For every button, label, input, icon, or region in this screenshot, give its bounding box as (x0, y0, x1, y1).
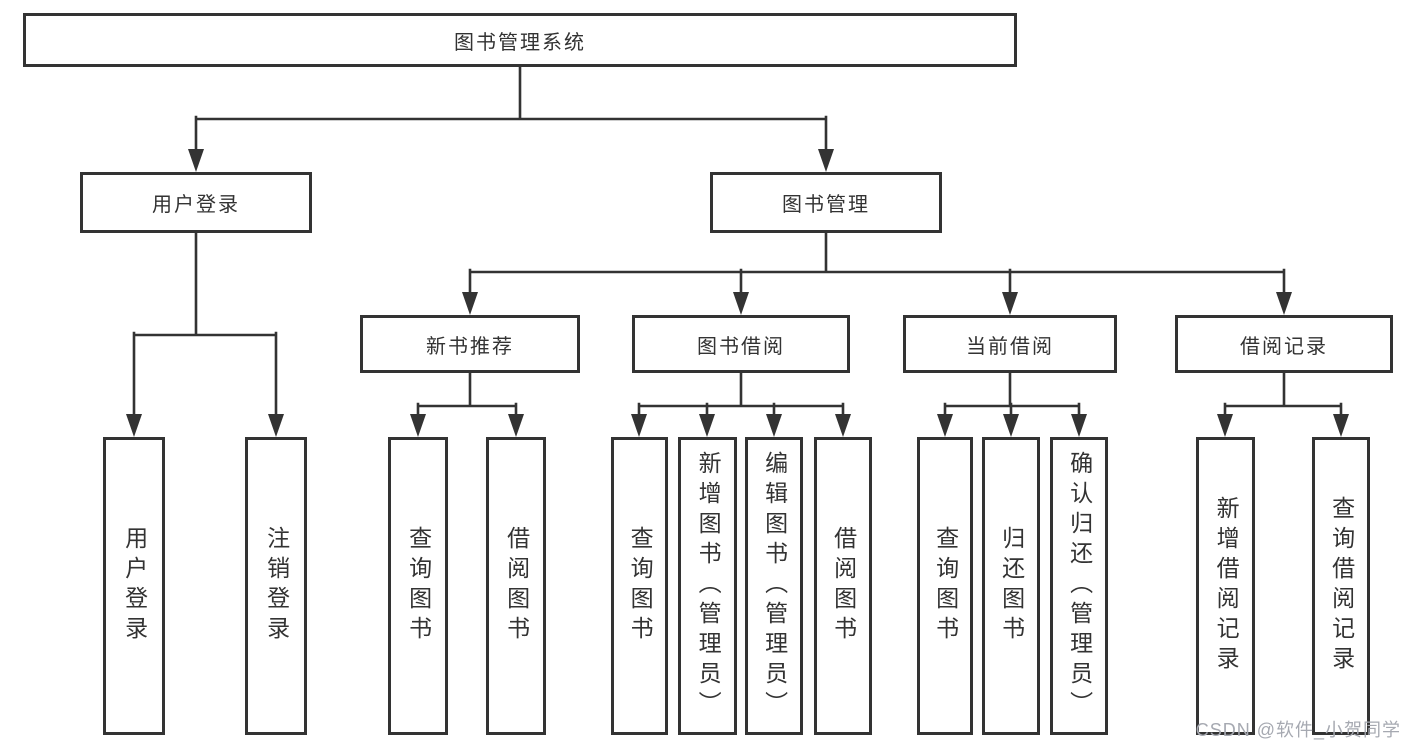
leaf-borrow-add-book-admin: 新增图书（管理员） (678, 437, 737, 735)
leaf-borrow-borrow-book: 借阅图书 (814, 437, 872, 735)
node-borrow-record: 借阅记录 (1175, 315, 1393, 373)
leaf-recommend-query-book: 查询图书 (388, 437, 448, 735)
node-root-system: 图书管理系统 (23, 13, 1017, 67)
leaf-borrow-query-book: 查询图书 (611, 437, 668, 735)
leaf-label: 注销登录 (263, 526, 290, 646)
leaf-label: 新增图书（管理员） (695, 451, 722, 721)
leaf-label: 借阅图书 (830, 526, 857, 646)
node-label: 当前借阅 (966, 335, 1054, 358)
leaf-label: 确认归还（管理员） (1066, 451, 1093, 721)
leaf-label: 用户登录 (121, 526, 148, 646)
leaf-logout: 注销登录 (245, 437, 307, 735)
node-label: 用户登录 (152, 194, 240, 216)
leaf-borrow-edit-book-admin: 编辑图书（管理员） (745, 437, 803, 735)
node-book-borrow: 图书借阅 (632, 315, 850, 373)
leaf-label: 新增借阅记录 (1213, 496, 1240, 676)
node-label: 借阅记录 (1240, 335, 1328, 358)
leaf-label: 借阅图书 (503, 526, 530, 646)
node-book-management: 图书管理 (710, 172, 942, 233)
leaf-current-confirm-return-admin: 确认归还（管理员） (1050, 437, 1108, 735)
leaf-label: 查询图书 (627, 526, 654, 646)
node-label: 图书管理 (782, 194, 870, 216)
leaf-label: 查询图书 (405, 526, 432, 646)
leaf-current-return-book: 归还图书 (982, 437, 1040, 735)
leaf-recommend-borrow-book: 借阅图书 (486, 437, 546, 735)
leaf-record-add-borrow-record: 新增借阅记录 (1196, 437, 1255, 735)
node-label: 图书借阅 (697, 335, 785, 358)
node-current-borrow: 当前借阅 (903, 315, 1117, 373)
leaf-record-query-borrow-record: 查询借阅记录 (1312, 437, 1370, 735)
leaf-current-query-book: 查询图书 (917, 437, 973, 735)
node-label: 图书管理系统 (454, 31, 586, 54)
csdn-watermark: CSDN @软件_小贺同学 (1195, 720, 1401, 740)
leaf-label: 查询图书 (932, 526, 959, 646)
node-user-login: 用户登录 (80, 172, 312, 233)
arrowhead-icons (126, 149, 1349, 437)
node-new-book-recommend: 新书推荐 (360, 315, 580, 373)
node-label: 新书推荐 (426, 335, 514, 358)
leaf-label: 编辑图书（管理员） (761, 451, 788, 721)
leaf-label: 归还图书 (998, 526, 1025, 646)
leaf-label: 查询借阅记录 (1328, 496, 1355, 676)
leaf-user-login: 用户登录 (103, 437, 165, 735)
